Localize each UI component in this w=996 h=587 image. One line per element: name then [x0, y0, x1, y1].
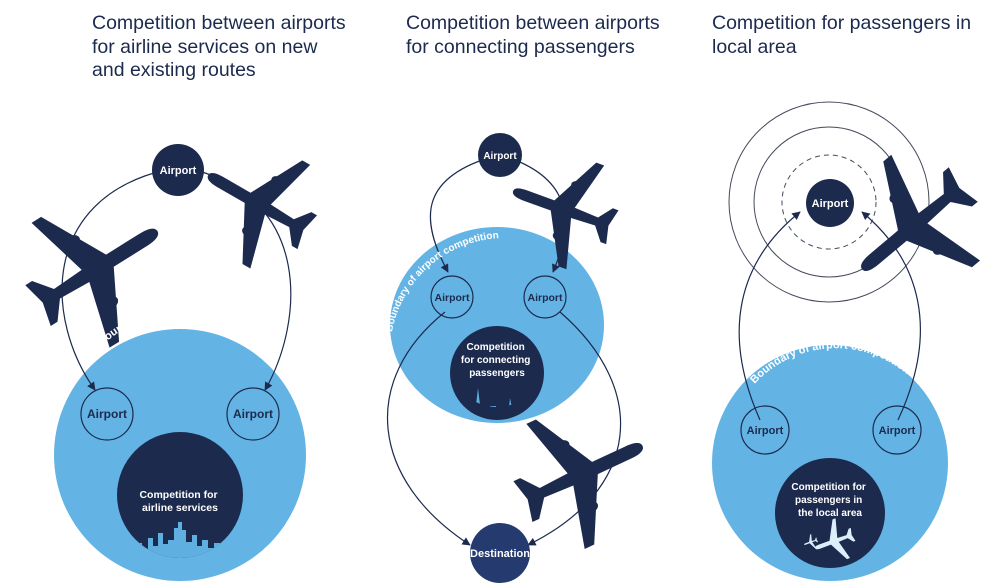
destination-node	[470, 523, 530, 583]
left-airport-label: Airport	[87, 407, 127, 421]
route-arrow	[738, 211, 801, 421]
competition-label-line-1: Competition for	[139, 489, 217, 501]
panel-1-title: Competition between airports for airline…	[92, 12, 346, 81]
competition-boundary-circle	[390, 227, 604, 423]
left-airport-label: Airport	[435, 292, 471, 304]
right-airport-label: Airport	[233, 407, 273, 421]
airplane-icon	[817, 131, 996, 323]
route-arrow	[429, 157, 489, 273]
left-airport-label: Airport	[747, 425, 784, 437]
top-airport-label: Airport	[483, 151, 517, 162]
panel-3: Airport Boundary of airport competition …	[712, 101, 996, 581]
competition-center-circle	[450, 326, 544, 420]
panel-2-title: Competition between airports for connect…	[406, 12, 660, 58]
left-airport-node	[80, 387, 134, 441]
left-airport-node	[430, 275, 474, 319]
right-airport-node	[226, 387, 280, 441]
airplane-icon	[178, 123, 338, 285]
panel-2: Airport Boundary of airport competition …	[384, 133, 672, 583]
route-arrow	[387, 311, 471, 546]
top-airport-node	[152, 144, 204, 196]
left-airport-node	[740, 405, 790, 455]
panel-1: Airport Boundary of airport competition …	[0, 123, 338, 581]
top-airport-node	[806, 179, 854, 227]
right-airport-label: Airport	[879, 425, 916, 437]
panel-3-title: Competition for passengers in local area	[712, 12, 972, 58]
right-airport-node	[872, 405, 922, 455]
competition-center-circle	[117, 432, 243, 558]
competition-label: Competition for passengers in the local …	[791, 482, 868, 519]
route-arrow	[61, 169, 166, 391]
top-airport-label: Airport	[160, 165, 197, 177]
route-arrow	[527, 311, 621, 546]
top-airport-node	[478, 133, 522, 177]
competition-label: Competition for airline services	[139, 489, 220, 514]
top-airport-label: Airport	[812, 198, 849, 210]
route-arrow	[861, 211, 921, 421]
right-airport-node	[523, 275, 567, 319]
city-skyline-icon	[462, 388, 526, 407]
city-skyline-icon	[130, 522, 228, 558]
destination-label: Destination	[470, 548, 530, 560]
competition-center-circle	[775, 458, 885, 568]
competition-label-line-2: airline services	[142, 502, 218, 514]
right-airport-label: Airport	[528, 292, 564, 304]
competition-label: Competition for connecting passengers	[461, 342, 533, 379]
